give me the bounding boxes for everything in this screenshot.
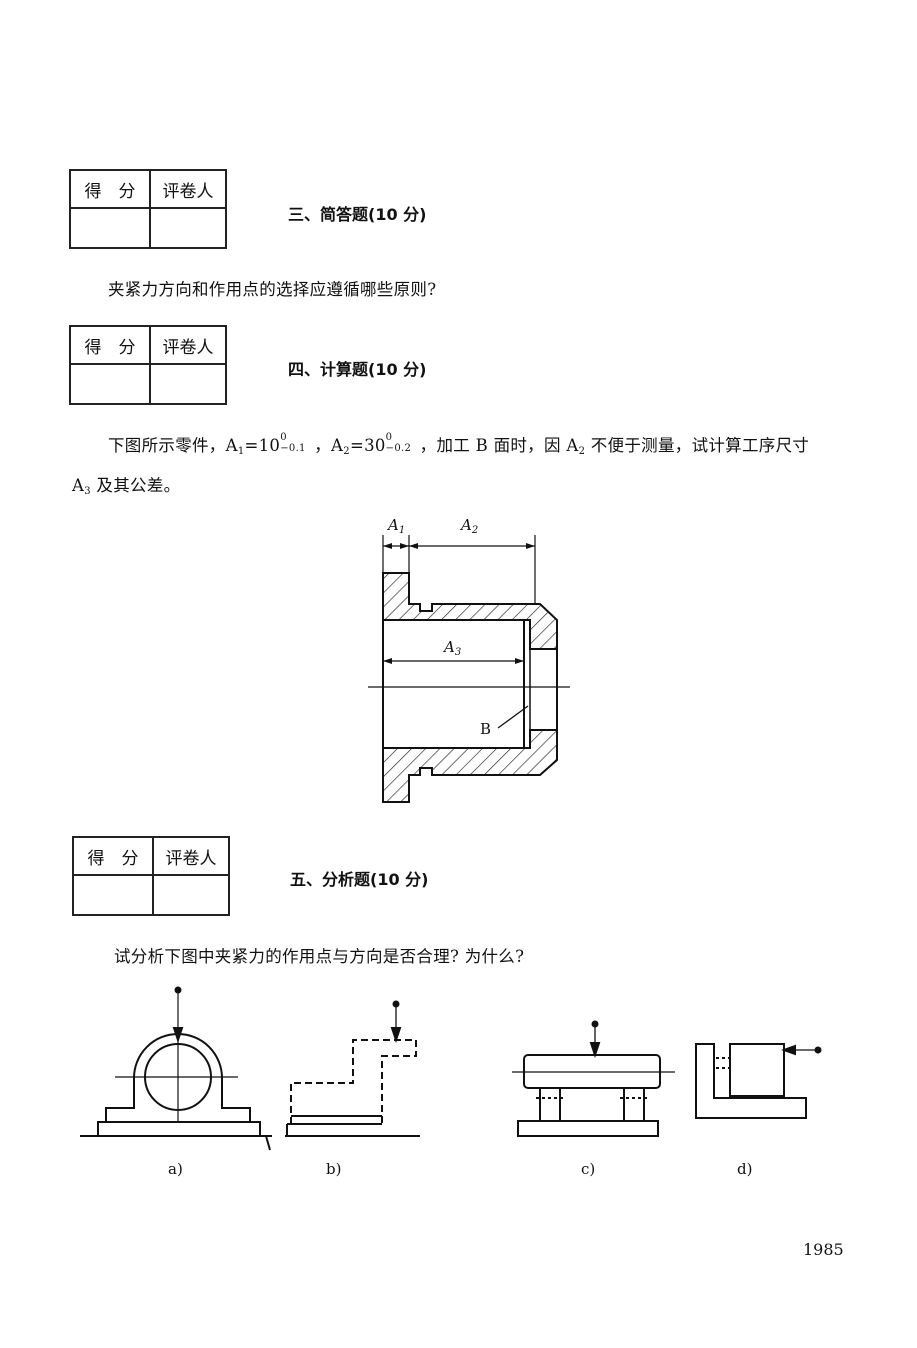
tolerance-2: 0−0.2	[385, 432, 420, 454]
grader-cell[interactable]	[152, 874, 230, 916]
surface-label-b: B	[480, 720, 492, 738]
score-table-4: 得 分 评卷人	[69, 325, 227, 405]
section-4-question-line-2: A3 及其公差。	[72, 472, 180, 497]
section-3-heading: 三、简答题(10 分)	[288, 205, 427, 224]
tolerance-1: 0−0.1	[280, 432, 314, 454]
section-4-heading: 四、计算题(10 分)	[288, 360, 427, 379]
score-cell[interactable]	[69, 363, 151, 405]
score-header: 得 分	[69, 169, 151, 209]
question-text: ，A	[314, 436, 344, 455]
section-5-question: 试分析下图中夹紧力的作用点与方向是否合理? 为什么?	[114, 947, 525, 966]
upper-deviation: 0	[385, 432, 393, 443]
figure-label-d: d)	[737, 1160, 753, 1178]
figure-d	[695, 1043, 822, 1119]
part-upper-wall	[382, 572, 558, 650]
subscript: 1	[237, 446, 245, 457]
question-text: =30	[349, 436, 386, 455]
figure-label-a: a)	[168, 1160, 183, 1178]
score-cell[interactable]	[72, 874, 154, 916]
score-cell[interactable]	[69, 207, 151, 249]
dim-label-a2: A2	[461, 516, 479, 536]
grader-header: 评卷人	[149, 169, 227, 209]
question-text: 不便于测量，试计算工序尺寸	[585, 436, 810, 455]
question-text: 及其公差。	[90, 476, 181, 495]
score-table-3: 得 分 评卷人	[69, 169, 227, 249]
figure-a	[80, 986, 272, 1151]
grader-cell[interactable]	[149, 207, 227, 249]
score-table-5: 得 分 评卷人	[72, 836, 230, 916]
page-number: 1985	[803, 1240, 844, 1259]
figure-c	[512, 1020, 675, 1137]
figure-b	[285, 1000, 420, 1137]
dim-label-a3: A3	[444, 638, 462, 658]
grader-header: 评卷人	[152, 836, 230, 876]
question-text: ，加工 B 面时，因 A	[419, 436, 579, 455]
figure-label-c: c)	[581, 1160, 596, 1178]
subscript: 2	[343, 446, 350, 457]
section-3-question: 夹紧力方向和作用点的选择应遵循哪些原则?	[108, 280, 437, 299]
subscript: 2	[578, 446, 586, 457]
dim-label-a1: A1	[388, 516, 406, 536]
subscript: 3	[84, 486, 91, 497]
question-text: 下图所示零件，A	[108, 436, 238, 455]
grader-header: 评卷人	[149, 325, 227, 365]
grader-cell[interactable]	[149, 363, 227, 405]
question-text: A	[72, 476, 85, 495]
question-text: =10	[244, 436, 281, 455]
figure-label-b: b)	[326, 1160, 342, 1178]
lower-deviation: −0.1	[280, 443, 306, 454]
part-lower-wall	[382, 729, 558, 803]
score-header: 得 分	[72, 836, 154, 876]
lower-deviation: −0.2	[385, 443, 412, 454]
upper-deviation: 0	[280, 432, 287, 443]
score-header: 得 分	[69, 325, 151, 365]
section-5-heading: 五、分析题(10 分)	[290, 870, 429, 889]
